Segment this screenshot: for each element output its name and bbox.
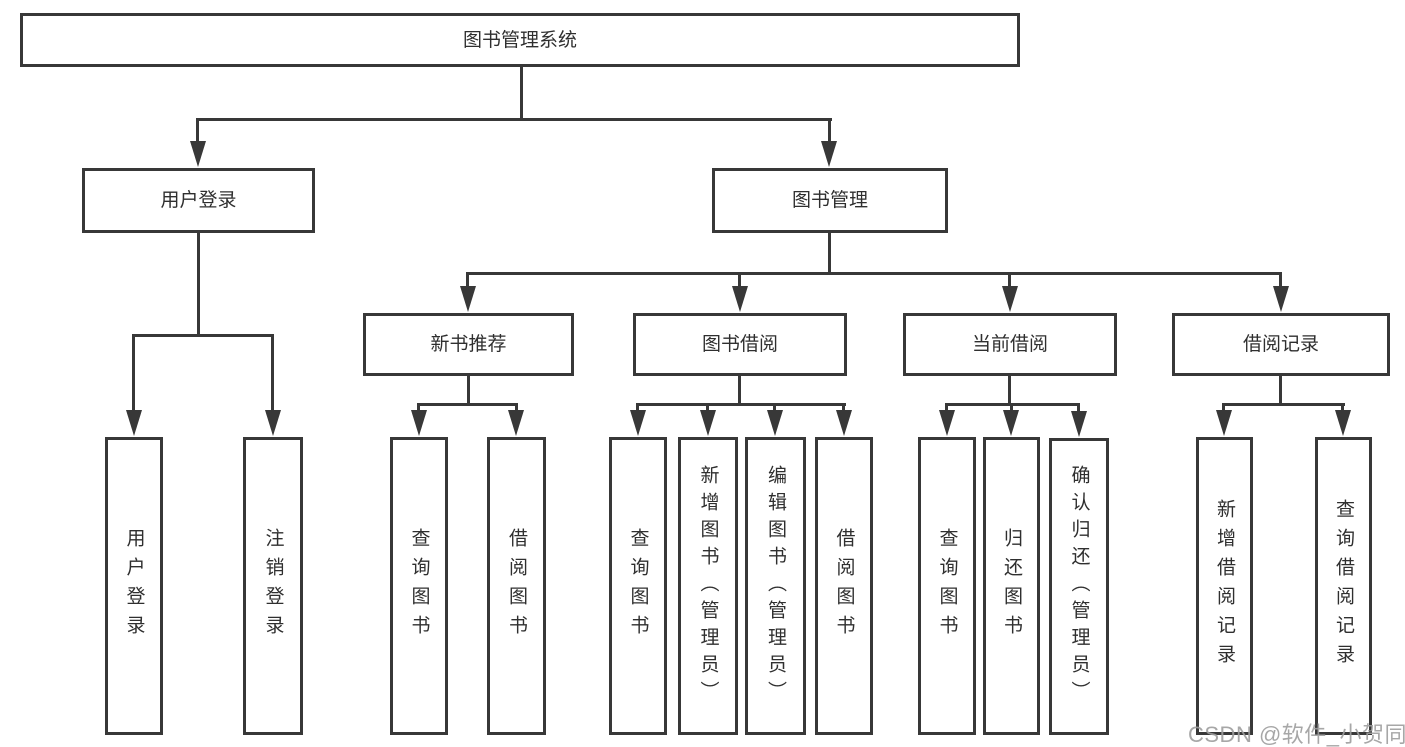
node-book-borrow-label: 图书借阅 [701, 334, 778, 355]
leaf-logout-label: 注销登录 [262, 528, 284, 644]
connector-book-borrow-stem [738, 376, 741, 406]
arrowhead-rec-borrow [508, 410, 524, 436]
connector-current-borrow-stem [1008, 376, 1011, 406]
leaf-cb-query-book-label: 查询图书 [936, 528, 958, 644]
leaf-rec-borrow-book-label: 借阅图书 [506, 528, 527, 644]
arrowhead-current-borrow [1002, 286, 1018, 312]
leaf-bb-add-book-label: 新增图书（管理员） [697, 464, 719, 708]
connector-drop-bb-borrow [842, 403, 845, 413]
node-borrow-records-label: 借阅记录 [1242, 334, 1319, 355]
leaf-cb-query-book: 查询图书 [918, 437, 976, 735]
leaf-br-add-record-label: 新增借阅记录 [1214, 499, 1235, 673]
watermark: CSDN @软件_小贺同学 [1188, 717, 1405, 747]
arrowhead-leaf-user-login [126, 410, 142, 436]
arrowhead-bb-edit [767, 410, 783, 436]
arrowhead-cb-query [939, 410, 955, 436]
connector-drop-br-query [1341, 403, 1344, 413]
node-book-management: 图书管理 [712, 168, 948, 233]
connector-book-borrow-bar [637, 403, 846, 406]
connector-root-bar [197, 118, 832, 121]
connector-borrow-records-stem [1279, 376, 1282, 406]
connector-new-book-rec-bar [418, 403, 518, 406]
arrowhead-user-login [190, 141, 206, 167]
node-current-borrow: 当前借阅 [903, 313, 1117, 376]
connector-drop-bb-add [706, 403, 709, 413]
arrowhead-br-query [1335, 410, 1351, 436]
connector-drop-cb-confirm [1077, 403, 1080, 413]
arrowhead-leaf-logout [265, 410, 281, 436]
leaf-bb-query-book-label: 查询图书 [627, 528, 649, 644]
leaf-br-query-record-label: 查询借阅记录 [1333, 499, 1354, 673]
connector-drop-bb-query [636, 403, 639, 413]
node-book-borrow: 图书借阅 [633, 313, 847, 376]
connector-new-book-rec-stem [467, 376, 470, 406]
arrowhead-rec-query [411, 410, 427, 436]
connector-user-login-bar [133, 334, 274, 337]
connector-root-stem [520, 67, 523, 119]
leaf-user-login: 用户登录 [105, 437, 163, 735]
connector-current-borrow-bar [946, 403, 1080, 406]
connector-drop-rec-query [417, 403, 420, 413]
node-root-label: 图书管理系统 [462, 29, 577, 51]
leaf-bb-borrow-book: 借阅图书 [815, 437, 873, 735]
node-new-book-recommend-label: 新书推荐 [430, 334, 507, 355]
leaf-rec-query-book: 查询图书 [390, 437, 448, 735]
connector-drop-book-mgmt [828, 118, 831, 146]
arrowhead-cb-return [1003, 410, 1019, 436]
arrowhead-bb-borrow [836, 410, 852, 436]
leaf-bb-add-book: 新增图书（管理员） [678, 437, 738, 735]
connector-user-login-stem [197, 233, 200, 336]
connector-drop-current-borrow [1008, 272, 1011, 288]
leaf-bb-edit-book: 编辑图书（管理员） [745, 437, 806, 735]
connector-drop-leaf-user-login [132, 334, 135, 412]
arrowhead-new-book-rec [460, 286, 476, 312]
arrowhead-bb-query [630, 410, 646, 436]
leaf-bb-query-book: 查询图书 [609, 437, 667, 735]
node-new-book-recommend: 新书推荐 [363, 313, 574, 376]
leaf-bb-borrow-book-label: 借阅图书 [833, 528, 855, 644]
leaf-br-query-record: 查询借阅记录 [1315, 437, 1372, 735]
arrowhead-borrow-records [1273, 286, 1289, 312]
leaf-cb-return-book-label: 归还图书 [1001, 528, 1022, 644]
leaf-br-add-record: 新增借阅记录 [1196, 437, 1253, 735]
watermark-text: CSDN @软件_小贺同学 [1188, 722, 1405, 747]
arrowhead-bb-add [700, 410, 716, 436]
connector-drop-bb-edit [773, 403, 776, 413]
node-root: 图书管理系统 [20, 13, 1020, 67]
leaf-cb-confirm-return: 确认归还（管理员） [1049, 438, 1109, 735]
connector-drop-br-add [1222, 403, 1225, 413]
leaf-cb-return-book: 归还图书 [983, 437, 1040, 735]
connector-drop-new-book-rec [466, 272, 469, 288]
leaf-cb-confirm-return-label: 确认归还（管理员） [1068, 465, 1090, 708]
connector-borrow-records-bar [1223, 403, 1345, 406]
connector-drop-book-borrow [738, 272, 741, 288]
arrowhead-br-add [1216, 410, 1232, 436]
connector-book-mgmt-bar [466, 272, 1282, 275]
arrowhead-cb-confirm [1071, 411, 1087, 437]
connector-drop-leaf-logout [271, 334, 274, 412]
connector-drop-rec-borrow [515, 403, 518, 413]
connector-drop-user-login [196, 118, 199, 146]
connector-drop-cb-query [945, 403, 948, 413]
node-book-management-label: 图书管理 [791, 190, 868, 211]
leaf-rec-query-book-label: 查询图书 [408, 528, 430, 644]
leaf-logout: 注销登录 [243, 437, 303, 735]
arrowhead-book-borrow [732, 286, 748, 312]
connector-drop-cb-return [1010, 403, 1013, 413]
node-borrow-records: 借阅记录 [1172, 313, 1390, 376]
leaf-bb-edit-book-label: 编辑图书（管理员） [765, 464, 786, 708]
leaf-user-login-label: 用户登录 [123, 528, 145, 644]
arrowhead-book-mgmt [821, 141, 837, 167]
node-user-login: 用户登录 [82, 168, 315, 233]
connector-drop-borrow-records [1279, 272, 1282, 288]
node-current-borrow-label: 当前借阅 [971, 334, 1048, 355]
leaf-rec-borrow-book: 借阅图书 [487, 437, 546, 735]
node-user-login-label: 用户登录 [160, 190, 237, 211]
connector-book-mgmt-stem [828, 233, 831, 274]
